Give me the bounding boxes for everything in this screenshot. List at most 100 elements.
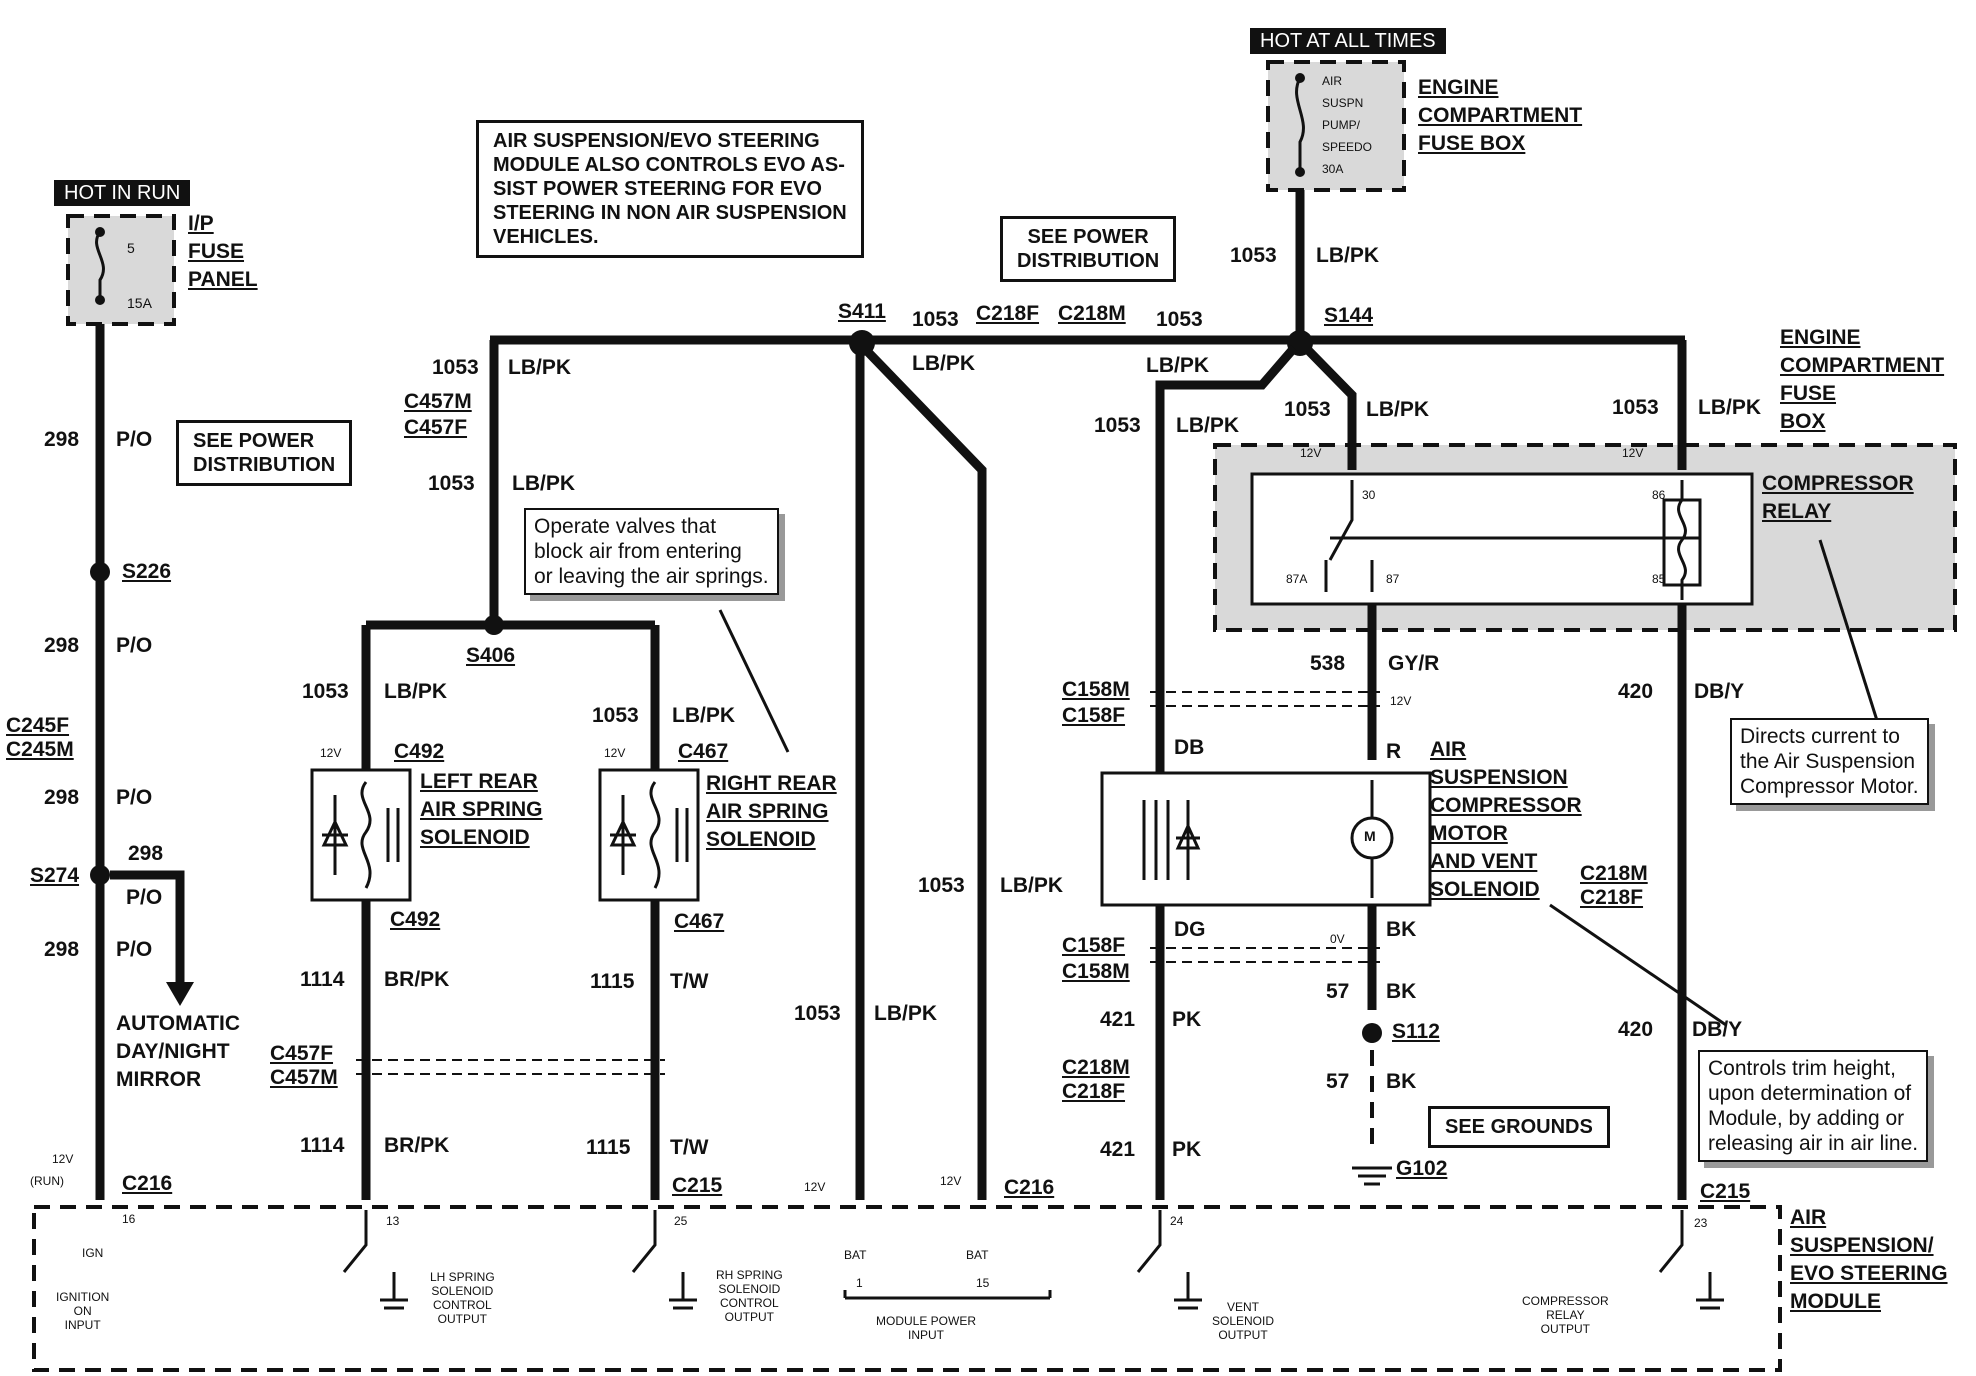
- see-power-line1: SEE POWER: [1027, 226, 1149, 248]
- mirror-label-1: AUTOMATIC: [116, 1012, 241, 1035]
- compressor-motor-label-3: COMPRESSOR: [1430, 794, 1582, 817]
- module-pin-23: 23: [1694, 1216, 1708, 1230]
- circuit-1053-f: 1053: [1284, 398, 1331, 421]
- connector-c158m-bottom: C158M: [1062, 960, 1130, 983]
- circuit-1053-e: 1053: [1094, 414, 1141, 437]
- engine-fuse-rating: 30A: [1322, 162, 1344, 176]
- engine-fuse-panel-line1: ENGINE: [1418, 76, 1499, 99]
- connector-c216-right: C216: [1004, 1176, 1055, 1199]
- module-pin-16: 16: [122, 1212, 136, 1226]
- relay-pin-30: 30: [1362, 488, 1376, 502]
- engine-fuse-element: [1295, 77, 1305, 172]
- color-dby-b: DB/Y: [1692, 1018, 1743, 1041]
- color-po-b: P/O: [116, 634, 153, 657]
- connector-c245f: C245F: [6, 714, 70, 737]
- circuit-1053-d: 1053: [1156, 308, 1203, 331]
- color-bk-c: BK: [1386, 1070, 1417, 1093]
- vent-output-1: VENT: [1227, 1300, 1260, 1314]
- splice-s112-label: S112: [1392, 1020, 1440, 1043]
- color-po-mirror: P/O: [126, 886, 163, 909]
- circuit-298-c: 298: [44, 786, 80, 809]
- voltage-left-solenoid: 12V: [320, 746, 342, 760]
- module-pin-ign: IGN: [82, 1246, 104, 1260]
- lh-output-2: SOLENOID: [431, 1284, 494, 1298]
- module-pin-1: 1: [856, 1276, 863, 1290]
- connector-c467-top: C467: [678, 740, 729, 763]
- module-pin-15: 15: [976, 1276, 990, 1290]
- circuit-1053-g: 1053: [1612, 396, 1659, 419]
- color-lbpk-d: LB/PK: [1146, 354, 1209, 377]
- connector-c492-top: C492: [394, 740, 445, 763]
- trim-callout: Controls trim height, upon determination…: [1698, 1050, 1929, 1162]
- circuit-1053-b: 1053: [428, 472, 475, 495]
- splice-s144-label: S144: [1324, 304, 1374, 327]
- connector-c215-right: C215: [1700, 1180, 1751, 1203]
- right-solenoid-label-1: RIGHT REAR: [706, 772, 837, 795]
- circuit-1053-bat1: 1053: [794, 1002, 841, 1025]
- circuit-1114-a: 1114: [300, 968, 345, 991]
- voltage-bat15: 12V: [940, 1174, 962, 1188]
- connector-c467-bottom: C467: [674, 910, 725, 933]
- valves-callout: Operate valves that block air from enter…: [524, 508, 779, 595]
- relay-callout: Directs current to the Air Suspension Co…: [1730, 718, 1929, 805]
- connector-c218m-right: C218M: [1580, 862, 1648, 885]
- compressor-motor-label-4: MOTOR: [1430, 822, 1508, 845]
- see-grounds-note: SEE GROUNDS: [1428, 1106, 1610, 1148]
- connector-c218f-top: C218F: [976, 302, 1040, 325]
- connector-c492-bottom: C492: [390, 908, 441, 931]
- ip-fuse-panel-line1: I/P: [188, 212, 214, 235]
- splice-s112-dot: [1362, 1023, 1382, 1043]
- circuit-298-a: 298: [44, 428, 80, 451]
- circuit-298-d: 298: [44, 938, 80, 961]
- engine-fuse-panel-line3: FUSE BOX: [1418, 132, 1526, 155]
- ignition-on-input-2: ON: [73, 1304, 92, 1318]
- voltage-ign: 12V: [52, 1152, 74, 1166]
- module-pin-bat-1: BAT: [844, 1248, 867, 1262]
- see-power-left-line2: DISTRIBUTION: [193, 454, 336, 476]
- color-lbpk-b: LB/PK: [512, 472, 575, 495]
- ignition-on-input-3: INPUT: [64, 1318, 101, 1332]
- voltage-pin30: 12V: [1300, 446, 1322, 460]
- module-pin-13: 13: [386, 1214, 400, 1228]
- color-lbpk-right: LB/PK: [672, 704, 735, 727]
- color-lbpk-c: LB/PK: [912, 352, 975, 375]
- trim-callout-line1: Controls trim height,: [1708, 1057, 1896, 1080]
- module-outline: [32, 1205, 1782, 1372]
- valves-line2: block air from entering: [534, 540, 742, 563]
- relay-pin-86: 86: [1652, 488, 1666, 502]
- mirror-label-3: MIRROR: [116, 1068, 202, 1091]
- compressor-relay-label-1: COMPRESSOR: [1762, 472, 1914, 495]
- connector-c218m-top: C218M: [1058, 302, 1126, 325]
- color-po-a: P/O: [116, 428, 153, 451]
- color-brpk-a: BR/PK: [384, 968, 450, 991]
- vent-output-3: OUTPUT: [1218, 1328, 1268, 1342]
- color-lbpk-g: LB/PK: [1698, 396, 1761, 419]
- splice-s226-dot: [90, 562, 110, 582]
- left-solenoid-label-1: LEFT REAR: [420, 770, 538, 793]
- voltage-motor-in: 12V: [1390, 694, 1412, 708]
- circuit-1053-bat15: 1053: [918, 874, 965, 897]
- connector-c218f-bottom: C218F: [1062, 1080, 1126, 1103]
- voltage-run: (RUN): [30, 1174, 64, 1188]
- relay-callout-line3: Compressor Motor.: [1740, 775, 1919, 798]
- color-bk-a: BK: [1386, 918, 1417, 941]
- color-po-c: P/O: [116, 786, 153, 809]
- right-solenoid-label-3: SOLENOID: [706, 828, 816, 851]
- power-input-2: INPUT: [908, 1328, 944, 1342]
- ground-g102-label: G102: [1396, 1157, 1448, 1180]
- left-solenoid-label-3: SOLENOID: [420, 826, 530, 849]
- compressor-relay-label-2: RELAY: [1762, 500, 1832, 523]
- color-gyr: GY/R: [1388, 652, 1440, 675]
- right-solenoid-label-2: AIR SPRING: [706, 800, 829, 823]
- compressor-motor-label-6: SOLENOID: [1430, 878, 1540, 901]
- connector-c218m-bottom: C218M: [1062, 1056, 1130, 1079]
- color-r: R: [1386, 740, 1402, 763]
- left-solenoid-label-2: AIR SPRING: [420, 798, 543, 821]
- module-controls-note: AIR SUSPENSION/EVO STEERING MODULE ALSO …: [476, 120, 864, 258]
- see-power-left-line1: SEE POWER: [193, 430, 315, 452]
- color-pk-a: PK: [1172, 1008, 1202, 1031]
- motor-m-symbol: M: [1364, 828, 1376, 844]
- circuit-298-mirror: 298: [128, 842, 164, 865]
- module-controls-line5: VEHICLES.: [493, 226, 599, 248]
